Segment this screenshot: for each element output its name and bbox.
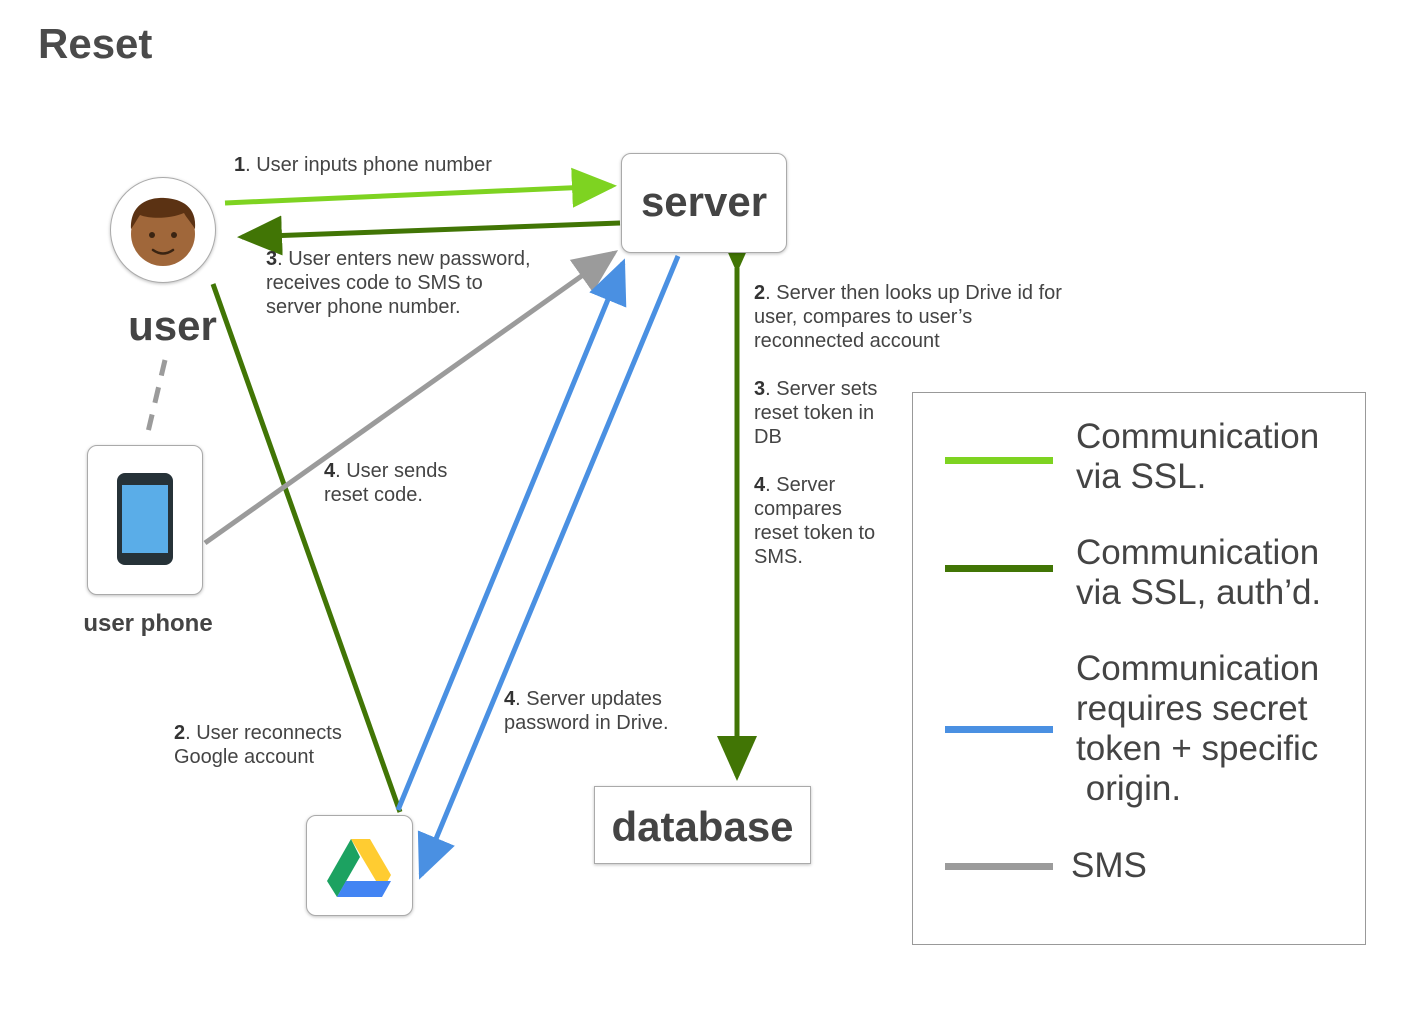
step-2-server-label: 2. Server then looks up Drive id for use… [754, 282, 1062, 352]
drive-node [306, 815, 413, 916]
user-phone-label: user phone [83, 610, 213, 637]
line-user-to-drive [210, 283, 403, 813]
server-label: server [640, 178, 768, 225]
arrow-server-to-user [237, 215, 621, 256]
smartphone-icon [116, 472, 173, 565]
legend-line-ssl-auth [945, 565, 1053, 572]
step-4-server-label: 4. Server compares reset token to SMS. [754, 474, 876, 568]
step-3-server-label: 3. Server sets reset token in DB [754, 378, 878, 448]
google-drive-icon [326, 838, 391, 897]
user-face-icon [130, 197, 195, 266]
user-avatar [110, 177, 216, 283]
legend-label-ssl-auth: Communication via SSL, auth’d. [1076, 533, 1322, 612]
legend-label-sms: SMS [1071, 846, 1147, 885]
database-node: database [594, 786, 811, 864]
arrow-user-to-server [224, 167, 617, 208]
legend-line-ssl [945, 457, 1053, 464]
step-2-user-label: 2. User reconnects Google account [174, 722, 342, 768]
legend-label-secret-token: Communication requires secret token + sp… [1076, 649, 1320, 808]
arrow-drive-to-server [395, 258, 627, 811]
step-4-user-label: 4. User sends reset code. [324, 460, 448, 506]
dashed-user-phone-link [145, 359, 168, 433]
legend: Communication via SSL. Communication via… [912, 392, 1366, 945]
page-title: Reset [38, 20, 153, 67]
database-label: database [611, 803, 794, 850]
legend-label-ssl: Communication via SSL. [1076, 417, 1320, 496]
step-3-user-label: 3. User enters new password, receives co… [266, 248, 531, 318]
user-phone-node [87, 445, 203, 595]
arrow-server-to-drive [417, 255, 681, 880]
server-node: server [621, 153, 787, 253]
step-1-label: 1. User inputs phone number [234, 154, 492, 176]
user-label: user [128, 302, 217, 349]
arrow-phone-to-server [203, 250, 619, 546]
legend-line-sms [945, 863, 1053, 870]
step-4-drive-label: 4. Server updates password in Drive. [504, 688, 669, 734]
legend-line-secret-token [945, 726, 1053, 733]
